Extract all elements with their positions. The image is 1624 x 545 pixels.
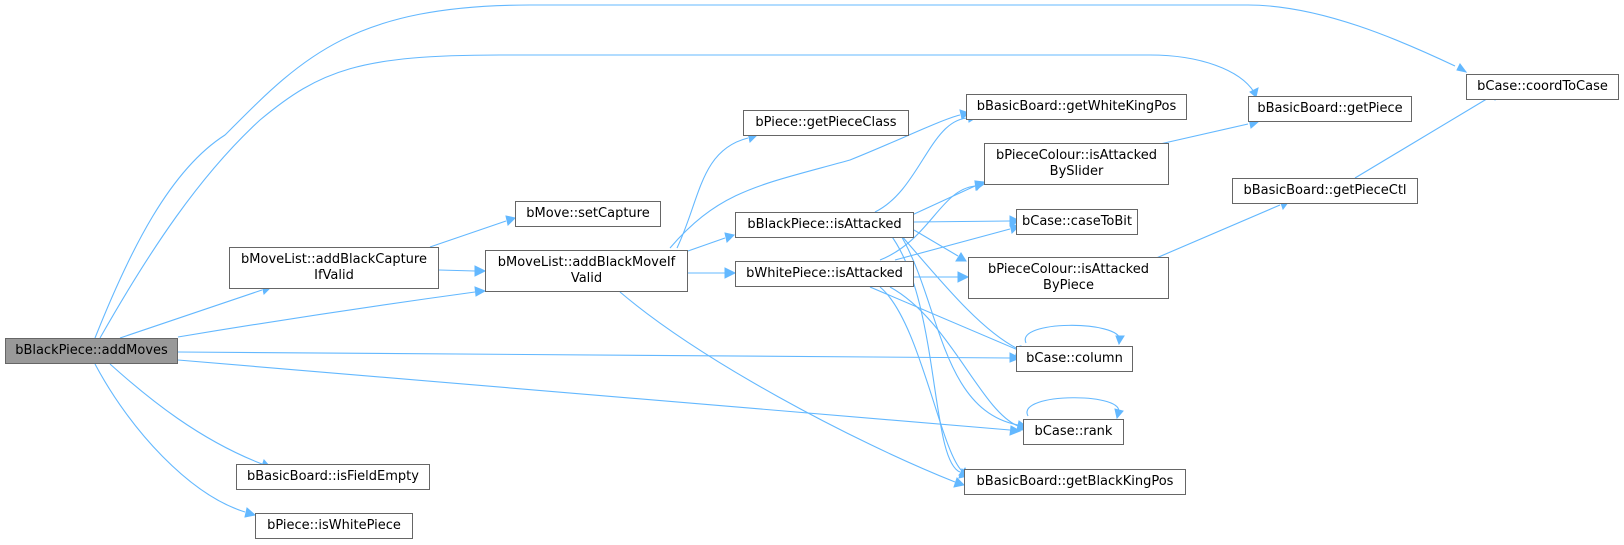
node-blackpiece-isattacked[interactable]: bBlackPiece::isAttacked [735, 212, 914, 238]
edge-blackisattacked-byslider [911, 185, 976, 216]
node-label: bWhitePiece::isAttacked [746, 266, 903, 281]
node-label-line1: bPieceColour::isAttacked [988, 262, 1149, 277]
edge-addmoves-coordtocase [94, 4, 1456, 339]
edge-whiteisattacked-casetobit [894, 228, 1011, 261]
edge-blackisattacked-column [899, 233, 1019, 350]
edge-addmoves-getpiece [99, 54, 1255, 339]
node-piece-iswhitepiece[interactable]: bPiece::isWhitePiece [255, 513, 413, 539]
arrow-head [724, 232, 735, 243]
node-label: bCase::column [1026, 351, 1123, 366]
edge-rank-self [1026, 397, 1120, 417]
edge-addmoves-column [177, 351, 1011, 359]
node-piece-getpiececlass[interactable]: bPiece::getPieceClass [743, 110, 909, 136]
node-label-line1: bMoveList::addBlackCapture [241, 252, 427, 267]
node-piececolour-isattackedbypiece[interactable]: bPieceColour::isAttacked ByPiece [968, 257, 1169, 299]
node-basicboard-getpiecectl[interactable]: bBasicBoard::getPieceCtl [1232, 178, 1418, 204]
node-case-coordtocase[interactable]: bCase::coordToCase [1466, 74, 1619, 100]
arrow-head [1009, 215, 1022, 227]
arrow-head [974, 180, 986, 191]
node-basicboard-getwhitekingpos[interactable]: bBasicBoard::getWhiteKingPos [966, 94, 1187, 120]
edge-blackisattacked-casetobit [913, 220, 1011, 223]
arrow-head [474, 286, 487, 297]
node-case-rank[interactable]: bCase::rank [1023, 419, 1124, 445]
edge-addblackmove-blackisattacked [687, 237, 726, 252]
node-label: bPiece::getPieceClass [755, 115, 897, 130]
arrow-head [1114, 408, 1124, 420]
node-label: bBasicBoard::getBlackKingPos [976, 474, 1174, 489]
node-whitepiece-isattacked[interactable]: bWhitePiece::isAttacked [735, 261, 914, 287]
node-case-column[interactable]: bCase::column [1016, 346, 1133, 372]
edge-addblackcapture-setcapture [429, 220, 507, 248]
edge-addmoves-iswhitepiece [94, 363, 246, 513]
node-piececolour-isattackedbyslider[interactable]: bPieceColour::isAttacked BySlider [984, 143, 1169, 185]
node-basicboard-getblackkingpos[interactable]: bBasicBoard::getBlackKingPos [964, 469, 1186, 495]
edge-addblackmove-getwhitekingpos [669, 114, 961, 249]
edge-addblackmove-getpiececlass [676, 137, 749, 249]
node-case-casetobit[interactable]: bCase::caseToBit [1016, 209, 1138, 235]
edge-addmoves-addblackmove [177, 291, 476, 338]
node-blackpiece-addmoves: bBlackPiece::addMoves [5, 338, 178, 364]
node-label: bBasicBoard::getPiece [1257, 101, 1403, 116]
edge-addmoves-rank [177, 359, 1011, 431]
arrow-head [1249, 87, 1259, 98]
node-label: bBasicBoard::getPieceCtl [1243, 183, 1407, 198]
edge-whiteisattacked-column [869, 286, 1019, 351]
node-label: bCase::coordToCase [1477, 79, 1608, 94]
edge-blackisattacked-getwhitekingpos [874, 117, 969, 213]
arrow-head [724, 267, 737, 279]
arrow-head [244, 507, 257, 518]
node-label: bBasicBoard::isFieldEmpty [247, 469, 419, 484]
node-movelist-addblackmoveifvalid[interactable]: bMoveList::addBlackMoveIf Valid [485, 250, 688, 292]
node-move-setcapture[interactable]: bMove::setCapture [515, 201, 661, 227]
node-basicboard-isfieldempty[interactable]: bBasicBoard::isFieldEmpty [236, 464, 430, 490]
node-label: bBlackPiece::addMoves [15, 343, 168, 358]
arrow-head [1009, 352, 1022, 363]
node-label: bPiece::isWhitePiece [267, 518, 401, 533]
node-label: bCase::caseToBit [1021, 214, 1133, 229]
edge-blackisattacked-bypiece [913, 229, 959, 257]
edge-addmoves-isfieldempty [109, 363, 263, 465]
edge-whiteisattacked-getblackkingpos [879, 286, 963, 472]
node-basicboard-getpiece[interactable]: bBasicBoard::getPiece [1248, 96, 1412, 122]
node-label-line1: bMoveList::addBlackMoveIf [497, 255, 676, 270]
edge-whiteisattacked-byslider [879, 185, 976, 261]
arrow-head [953, 477, 966, 488]
node-label: bMove::setCapture [526, 206, 650, 221]
arrow-head [955, 252, 967, 262]
edge-addblackcapture-addblackmove [438, 269, 476, 272]
arrow-head [1115, 335, 1125, 346]
edge-addmoves-addblackcapture [119, 289, 263, 339]
node-movelist-addblackcapture-ifvalid[interactable]: bMoveList::addBlackCapture IfValid [229, 247, 439, 289]
edge-byslider-getpiece [1159, 123, 1249, 145]
node-label-line2: BySlider [1049, 164, 1104, 179]
arrow-head [474, 265, 487, 277]
arrow-head [1456, 63, 1468, 73]
node-label-line2: Valid [570, 271, 603, 286]
arrow-head [957, 271, 970, 283]
edge-bypiece-getpiecectl [1139, 204, 1281, 266]
node-label-line1: bPieceColour::isAttacked [996, 148, 1157, 163]
node-label-line2: ByPiece [1043, 278, 1094, 293]
arrow-head [505, 215, 516, 226]
node-label: bBlackPiece::isAttacked [747, 217, 902, 232]
edge-column-self [1024, 324, 1121, 344]
node-label: bCase::rank [1034, 424, 1113, 439]
node-label-line2: IfValid [314, 268, 354, 283]
edge-whiteisattacked-rank [889, 286, 1019, 427]
arrow-head [1009, 425, 1022, 436]
edge-addblackmove-getblackkingpos [619, 291, 956, 483]
edge-getpiecectl-coordtocase [1354, 96, 1491, 179]
node-label: bBasicBoard::getWhiteKingPos [976, 99, 1177, 114]
